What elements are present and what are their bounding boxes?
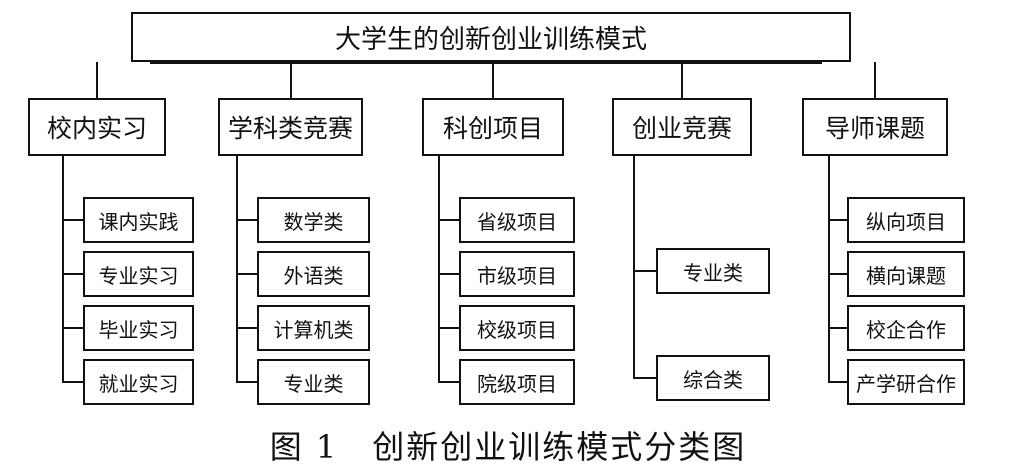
leaf-node: 外语类 — [257, 251, 370, 297]
category-connector-line — [290, 62, 292, 98]
category-node: 创业竞赛 — [612, 98, 752, 156]
leaf-node: 数学类 — [257, 197, 370, 243]
branch-horizontal-line — [829, 381, 847, 383]
branch-horizontal-line — [829, 219, 847, 221]
category-node: 学科类竞赛 — [218, 98, 363, 156]
branch-vertical-line — [828, 156, 830, 383]
branch-vertical-line — [633, 156, 635, 379]
category-connector-line — [96, 62, 98, 98]
branch-horizontal-line — [439, 327, 459, 329]
leaf-node: 校企合作 — [847, 305, 965, 351]
leaf-node: 专业类 — [656, 248, 770, 294]
leaf-node: 横向课题 — [847, 251, 965, 297]
category-connector-line — [681, 62, 683, 98]
root-connector-line — [150, 62, 822, 64]
leaf-node: 院级项目 — [459, 359, 575, 405]
branch-horizontal-line — [63, 381, 83, 383]
category-connector-line — [874, 62, 876, 98]
leaf-node: 计算机类 — [257, 305, 370, 351]
leaf-node: 市级项目 — [459, 251, 575, 297]
branch-horizontal-line — [237, 219, 257, 221]
branch-horizontal-line — [439, 219, 459, 221]
branch-horizontal-line — [634, 270, 656, 272]
category-node: 校内实习 — [28, 98, 166, 156]
leaf-node: 课内实践 — [83, 197, 194, 243]
category-node: 科创项目 — [422, 98, 564, 156]
branch-horizontal-line — [634, 377, 656, 379]
root-node: 大学生的创新创业训练模式 — [131, 12, 851, 62]
leaf-node: 综合类 — [656, 355, 770, 401]
leaf-node: 产学研合作 — [847, 359, 965, 405]
category-node: 导师课题 — [802, 98, 948, 156]
leaf-node: 就业实习 — [83, 359, 194, 405]
branch-horizontal-line — [63, 273, 83, 275]
leaf-node: 纵向项目 — [847, 197, 965, 243]
branch-vertical-line — [62, 156, 64, 383]
branch-horizontal-line — [237, 381, 257, 383]
branch-horizontal-line — [237, 273, 257, 275]
branch-vertical-line — [236, 156, 238, 383]
leaf-node: 专业类 — [257, 359, 370, 405]
branch-horizontal-line — [439, 381, 459, 383]
branch-horizontal-line — [63, 219, 83, 221]
leaf-node: 省级项目 — [459, 197, 575, 243]
leaf-node: 校级项目 — [459, 305, 575, 351]
branch-horizontal-line — [63, 327, 83, 329]
figure-caption: 图 1 创新创业训练模式分类图 — [269, 428, 747, 466]
branch-horizontal-line — [237, 327, 257, 329]
leaf-node: 专业实习 — [83, 251, 194, 297]
leaf-node: 毕业实习 — [83, 305, 194, 351]
branch-horizontal-line — [439, 273, 459, 275]
category-connector-line — [492, 62, 494, 98]
branch-horizontal-line — [829, 327, 847, 329]
branch-vertical-line — [438, 156, 440, 383]
branch-horizontal-line — [829, 273, 847, 275]
